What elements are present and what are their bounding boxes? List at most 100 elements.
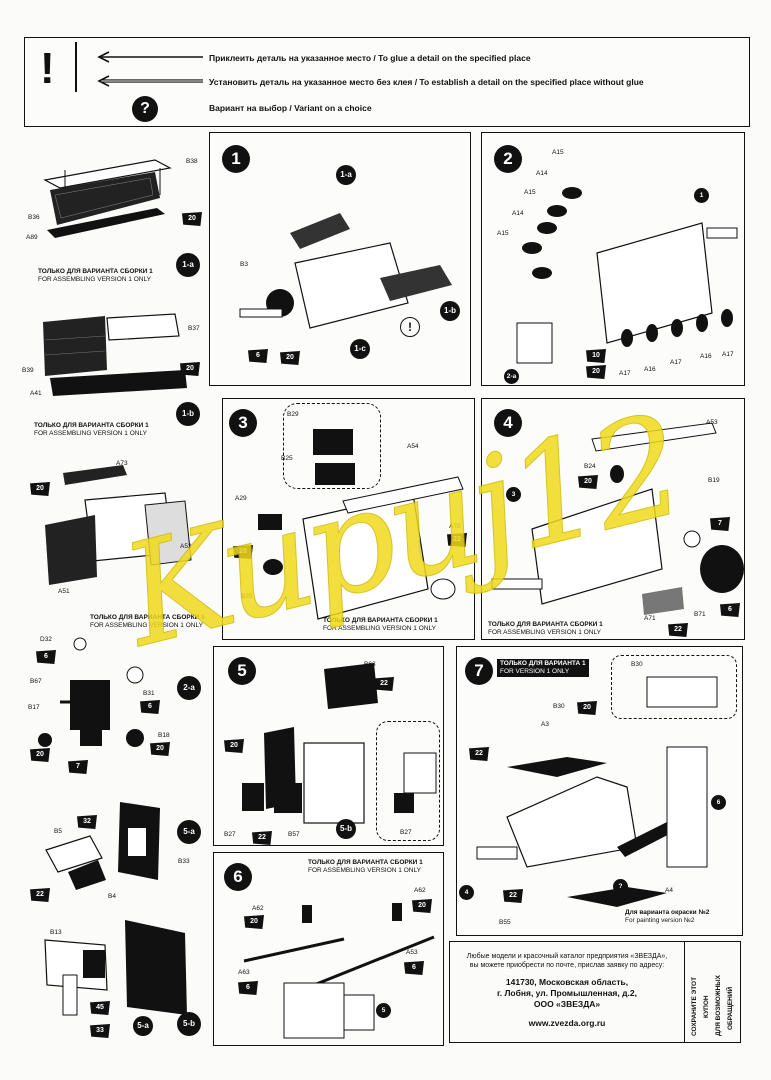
paint-marker: 10 (586, 349, 606, 363)
part-label: A54 (407, 443, 419, 450)
promo-address: ООО «ЗВЕЗДА» (533, 999, 601, 1009)
step-1-panel: 1 1-a B3 6 20 1-c 1-b ! (209, 132, 471, 386)
paint-marker: 6 (140, 700, 160, 714)
part-label: B27 (400, 829, 412, 836)
step-2-panel: 2 A15 A14 A15 A14 A15 1 2-a 10 20 A17 A1… (481, 132, 745, 386)
paint-marker: 20 (412, 899, 432, 913)
engine-pistons-drawing (516, 187, 738, 364)
variant-question-icon: ? (613, 879, 628, 894)
part-label: B33 (178, 858, 190, 865)
part-label: A14 (536, 170, 548, 177)
paint-marker: 22 (447, 533, 467, 547)
paint-marker: 7 (68, 760, 88, 774)
part-label: A53 (406, 949, 418, 956)
substep-badge-5b: 5-b (177, 1012, 201, 1036)
part-label: B25 (281, 455, 293, 462)
no-glue-warning-icon: ! (400, 317, 420, 337)
engine-front-drawing (491, 422, 744, 615)
part-label: A62 (252, 905, 264, 912)
paint-marker: 20 (577, 701, 597, 715)
substep-badge-1b: 1-b (176, 402, 200, 426)
part-label: B38 (186, 158, 198, 165)
glue-arrow-icon (97, 51, 203, 63)
detail-callout (283, 403, 381, 489)
mount-assembly-drawing (242, 663, 437, 824)
pump-drawing (38, 637, 144, 747)
step-number: 1 (222, 145, 250, 173)
shaft-assembly-drawing (243, 903, 435, 1039)
promo-side-text: СОХРАНИТЕ ЭТОТ КУПОН ДЛЯ ВОЗМОЖНЫХ ОБРАЩ… (684, 942, 741, 1042)
paint-marker: 22 (469, 747, 489, 761)
part-label: B13 (50, 929, 62, 936)
part-callout: 1 (694, 188, 709, 203)
radiator-drawing (43, 159, 172, 238)
legend-glue-text: Приклеить деталь на указанное место / To… (209, 53, 531, 63)
part-label: B55 (499, 919, 511, 926)
part-label: A17 (619, 370, 631, 377)
part-label: A15 (497, 230, 509, 237)
paint-marker: 20 (224, 739, 244, 753)
part-label: A89 (26, 234, 38, 241)
part-label: A16 (644, 366, 656, 373)
substep-label: 1-b (440, 301, 460, 321)
part-label: B36 (28, 214, 40, 221)
paint-marker: 45 (90, 1001, 110, 1015)
detail-callout (376, 721, 440, 841)
paint-marker: 20 (30, 482, 50, 496)
no-glue-arrow-icon (97, 75, 203, 87)
part-label: B63 (364, 661, 376, 668)
part-label: B24 (584, 463, 596, 470)
part-label: A51 (58, 588, 70, 595)
engine-side-drawing (258, 429, 464, 620)
engine-block-drawing (239, 213, 452, 329)
substep-badge-1a: 1-a (176, 253, 200, 277)
paint-marker: 6 (404, 961, 424, 975)
paint-marker: 6 (720, 603, 740, 617)
step-4-panel: 4 A53 B24 20 3 B19 7 B71 6 A71 22 ТОЛЬКО… (481, 398, 745, 640)
substep-label: 1-a (336, 165, 356, 185)
paint-marker: 20 (150, 742, 170, 756)
paint-marker: 22 (252, 831, 272, 845)
part-label: A62 (414, 887, 426, 894)
detail-callout (611, 655, 737, 719)
part-label: A53 (706, 419, 718, 426)
part-label: B37 (188, 325, 200, 332)
hood-drawing (45, 465, 192, 585)
promo-address: г. Лобня, ул. Промышленная, д.2, (497, 988, 637, 998)
part-label: A3 (541, 721, 549, 728)
paint-marker: 20 (233, 545, 253, 559)
paint-marker: 7 (710, 517, 730, 531)
step-number: 2 (494, 145, 522, 173)
substep-badge-5a-small: 5-a (133, 1016, 153, 1036)
paint-marker: 33 (90, 1024, 110, 1038)
part-label: A71 (644, 615, 656, 622)
promo-address: 141730, Московская область, (505, 977, 629, 987)
substep-badge-5a: 5-a (177, 820, 201, 844)
part-label: B4 (108, 893, 116, 900)
part-label: A52 (180, 543, 192, 550)
exclamation-icon: ! (40, 44, 55, 93)
part-label: A15 (524, 189, 536, 196)
step-number: 5 (228, 657, 256, 685)
part-label: B31 (143, 690, 155, 697)
part-label: A41 (30, 390, 42, 397)
substep-label: 5-b (336, 819, 356, 839)
part-callout: 5 (376, 1003, 391, 1018)
part-label: B67 (30, 678, 42, 685)
bracket-drawing (45, 802, 160, 890)
step-number: 4 (494, 409, 522, 437)
paint-marker: 6 (36, 650, 56, 664)
paint-marker: 22 (668, 623, 688, 637)
part-label: A17 (722, 351, 734, 358)
part-label: B71 (694, 611, 706, 618)
legend-no-glue-text: Установить деталь на указанное место без… (209, 77, 644, 87)
paint-marker: 6 (248, 349, 268, 363)
part-callout: 3 (506, 487, 521, 502)
